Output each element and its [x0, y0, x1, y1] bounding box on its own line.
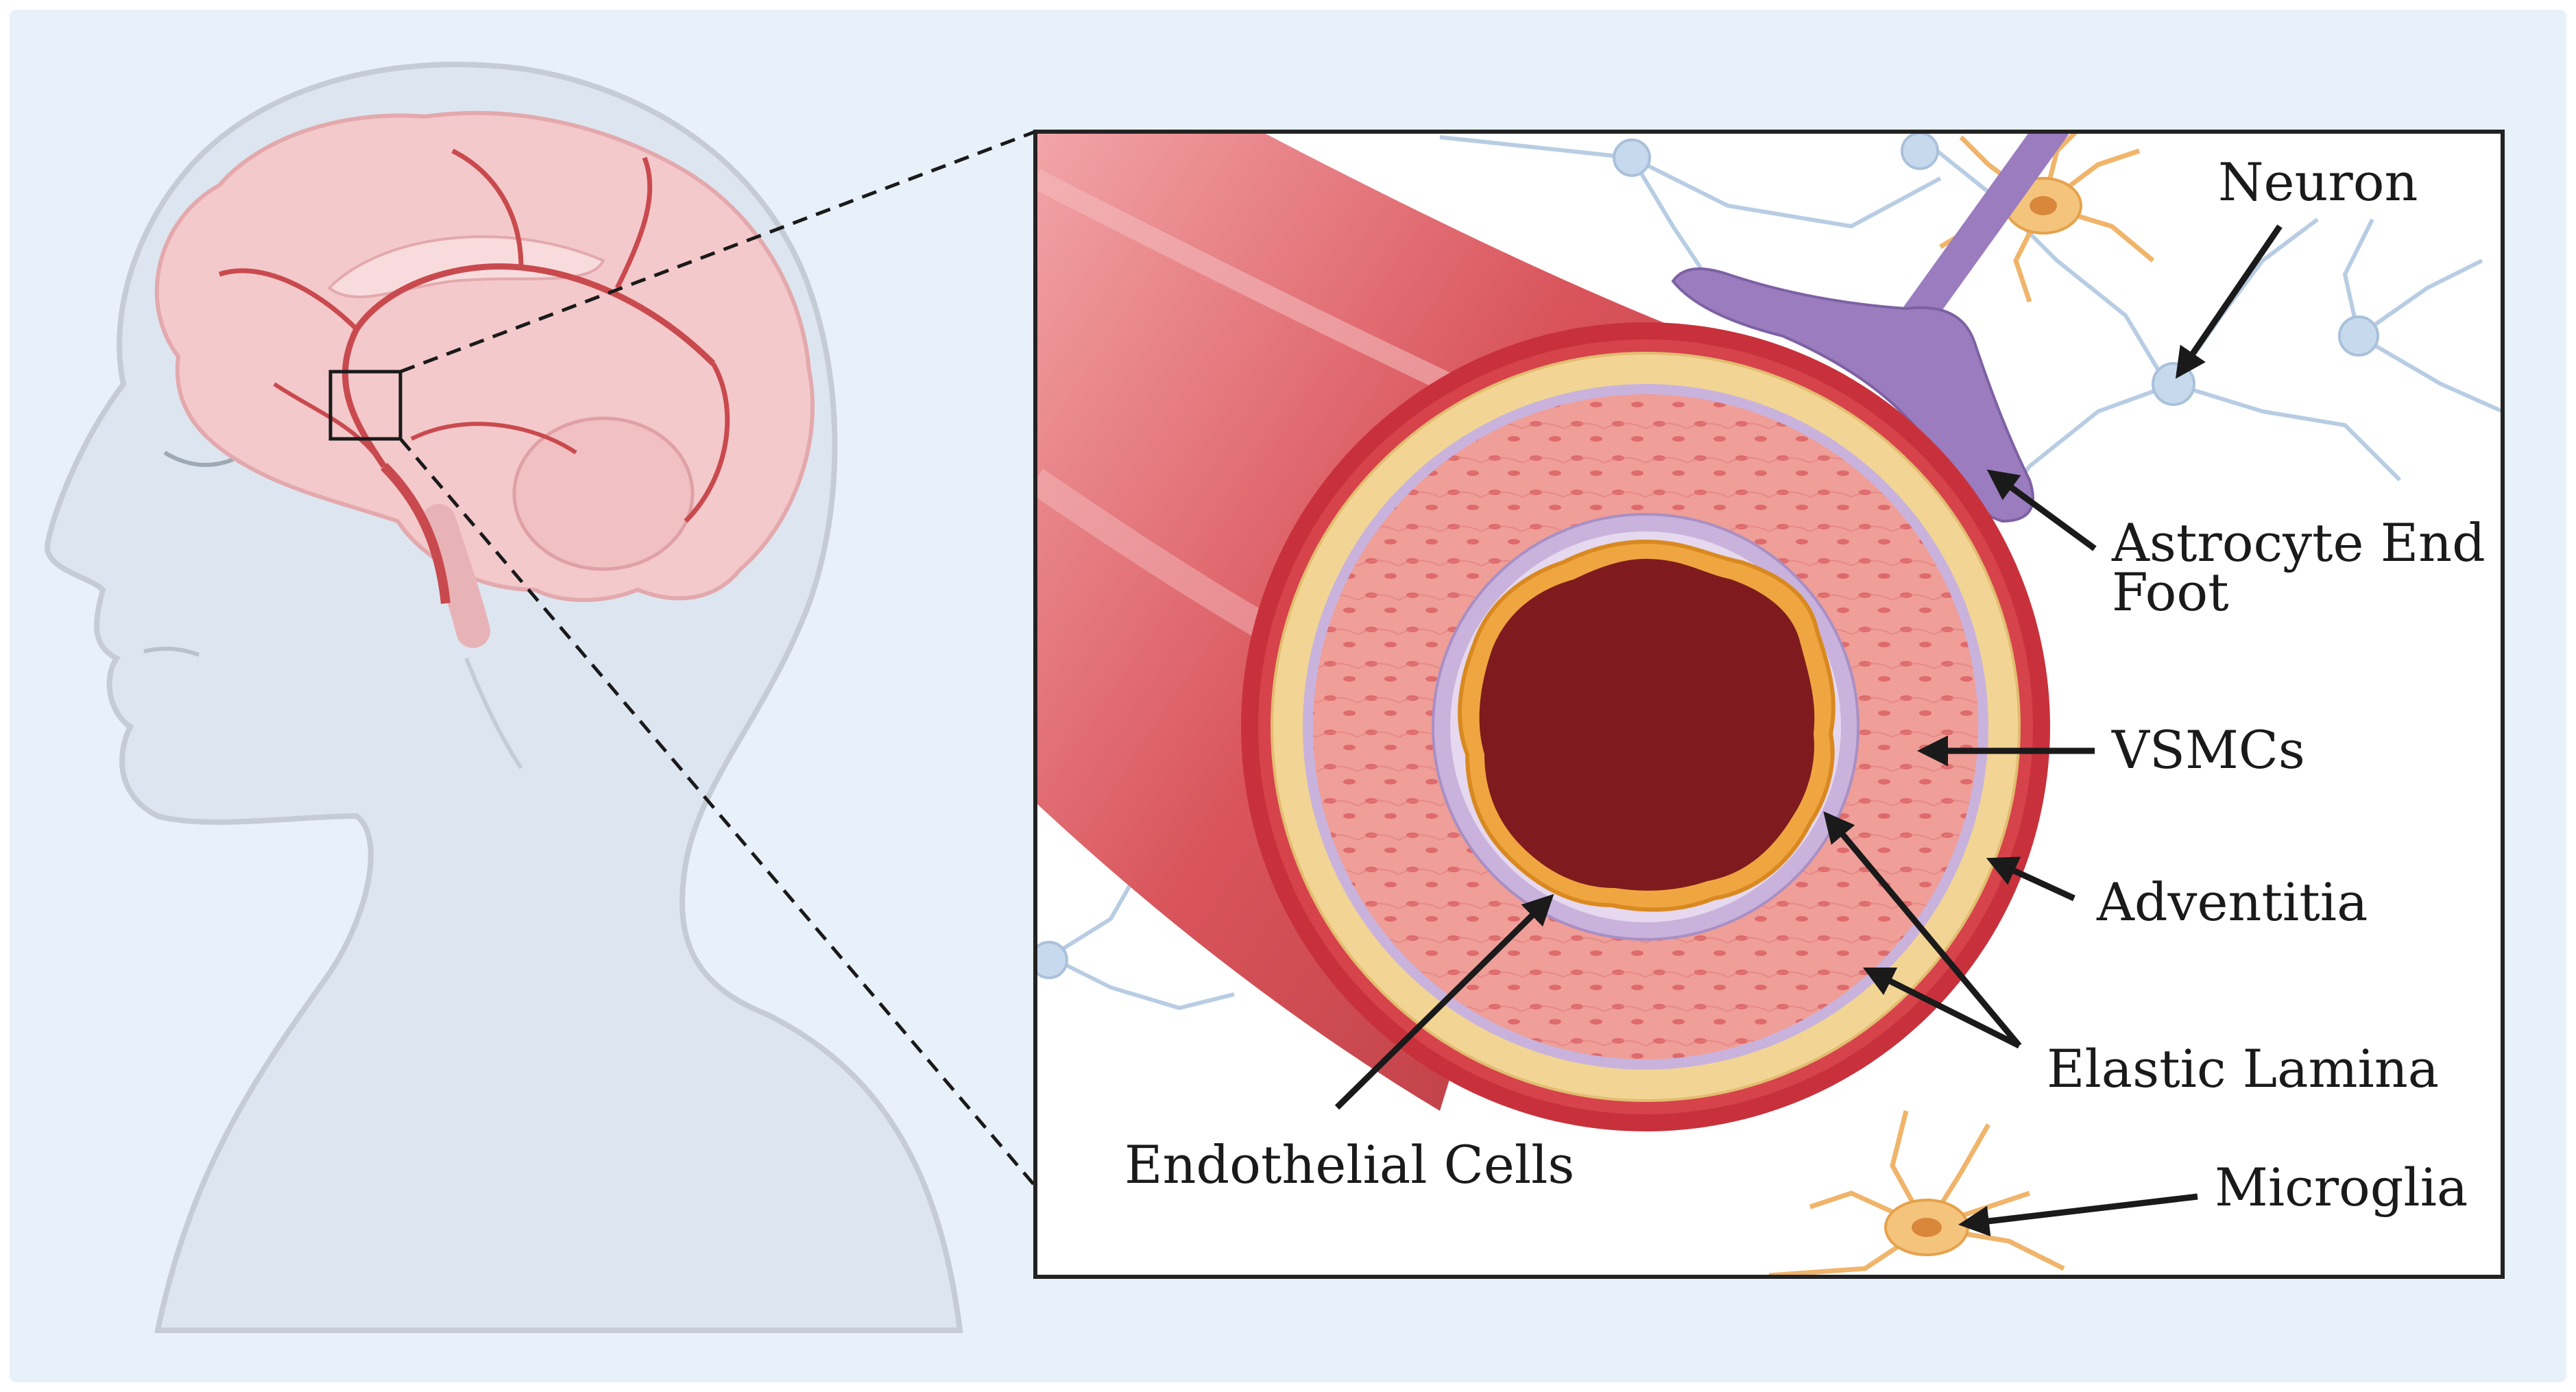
brainstem: [422, 504, 490, 648]
neuron-network: [1055, 135, 2503, 1011]
arrow-elastic-lamina-2: [1862, 967, 2021, 1049]
brain-artery-7: [273, 382, 386, 468]
label-elastic-lamina: Elastic Lamina: [2047, 1038, 2439, 1099]
zoom-box: [328, 370, 402, 441]
brain-artery-1: [341, 263, 716, 468]
arrow-astrocyte: [1986, 469, 2097, 551]
brain-artery-2: [218, 268, 359, 331]
neuron-body-5: [1035, 941, 1068, 979]
zoom-line-bottom: [399, 437, 1037, 1188]
arrow-endothelial: [1334, 893, 1554, 1110]
label-astrocyte-end-foot-line1: Astrocyte End: [2111, 512, 2485, 573]
arrow-elastic-lamina-1: [1823, 811, 2022, 1048]
closed-eye: [163, 451, 234, 467]
brain-artery-4: [614, 156, 653, 289]
arrows: [1334, 224, 2283, 1237]
neck-line: [464, 657, 523, 769]
label-vsmcs: VSMCs: [2111, 719, 2305, 780]
cerebellum: [512, 416, 695, 571]
arrow-adventitia: [1986, 856, 2075, 902]
neuron-body-3: [2152, 362, 2195, 406]
microglia-bottom: [1768, 1110, 2065, 1277]
label-endothelial-cells: Endothelial Cells: [1124, 1134, 1574, 1195]
brain-artery-6: [410, 422, 577, 455]
label-adventitia: Adventitia: [2096, 872, 2368, 933]
arrow-microglia: [1958, 1193, 2198, 1237]
zoom-line-top: [400, 130, 1036, 374]
label-microglia: Microglia: [2215, 1157, 2468, 1218]
label-astrocyte-end-foot-line2: Foot: [2112, 562, 2229, 623]
neuron-body-4: [2338, 315, 2379, 357]
neuron-body-1: [1613, 139, 1651, 177]
brain-artery-5: [684, 362, 730, 523]
label-neuron: Neuron: [2218, 152, 2418, 213]
vessel-cross-section: [1241, 322, 2050, 1131]
brain-artery-3: [451, 148, 524, 268]
neuron-body-2: [1901, 132, 1939, 170]
brain-artery-trunk: [381, 463, 450, 604]
inset-panel: [1033, 130, 2505, 1279]
arrow-neuron: [2175, 224, 2283, 379]
brain: [154, 110, 815, 648]
inset-border: [1033, 130, 2505, 1279]
lips: [143, 647, 200, 657]
lumen: [1479, 559, 1815, 891]
